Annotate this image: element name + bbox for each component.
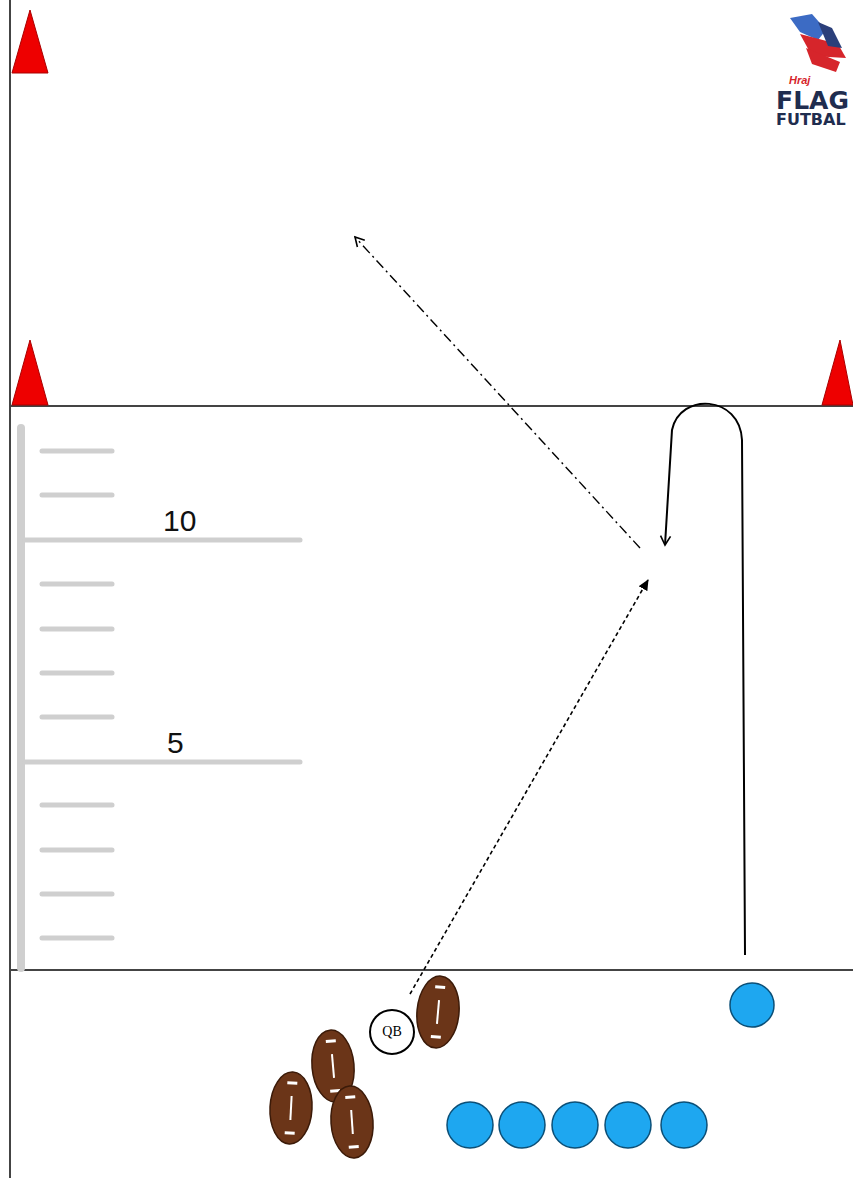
cone <box>12 340 48 405</box>
yard-number: 10 <box>163 506 196 536</box>
cone <box>822 340 853 405</box>
receiver-route <box>665 404 745 955</box>
logo-text: Hraj <box>789 75 810 86</box>
yard-number: 5 <box>167 728 184 758</box>
player-circle: QB <box>369 1009 415 1055</box>
players <box>447 983 774 1148</box>
sideline <box>9 0 11 1178</box>
logo-text: FLAG <box>776 88 849 113</box>
cone <box>12 10 48 73</box>
footballs <box>268 974 462 1159</box>
line-of-scrimmage <box>10 969 853 971</box>
yard-markers <box>21 428 300 968</box>
logo-graphic <box>790 14 846 72</box>
player-label: QB <box>382 1024 401 1040</box>
pass-path <box>410 580 648 994</box>
run-after-catch-path <box>355 237 640 548</box>
goal-line <box>10 405 853 407</box>
logo-text: FUTBAL <box>776 112 846 128</box>
